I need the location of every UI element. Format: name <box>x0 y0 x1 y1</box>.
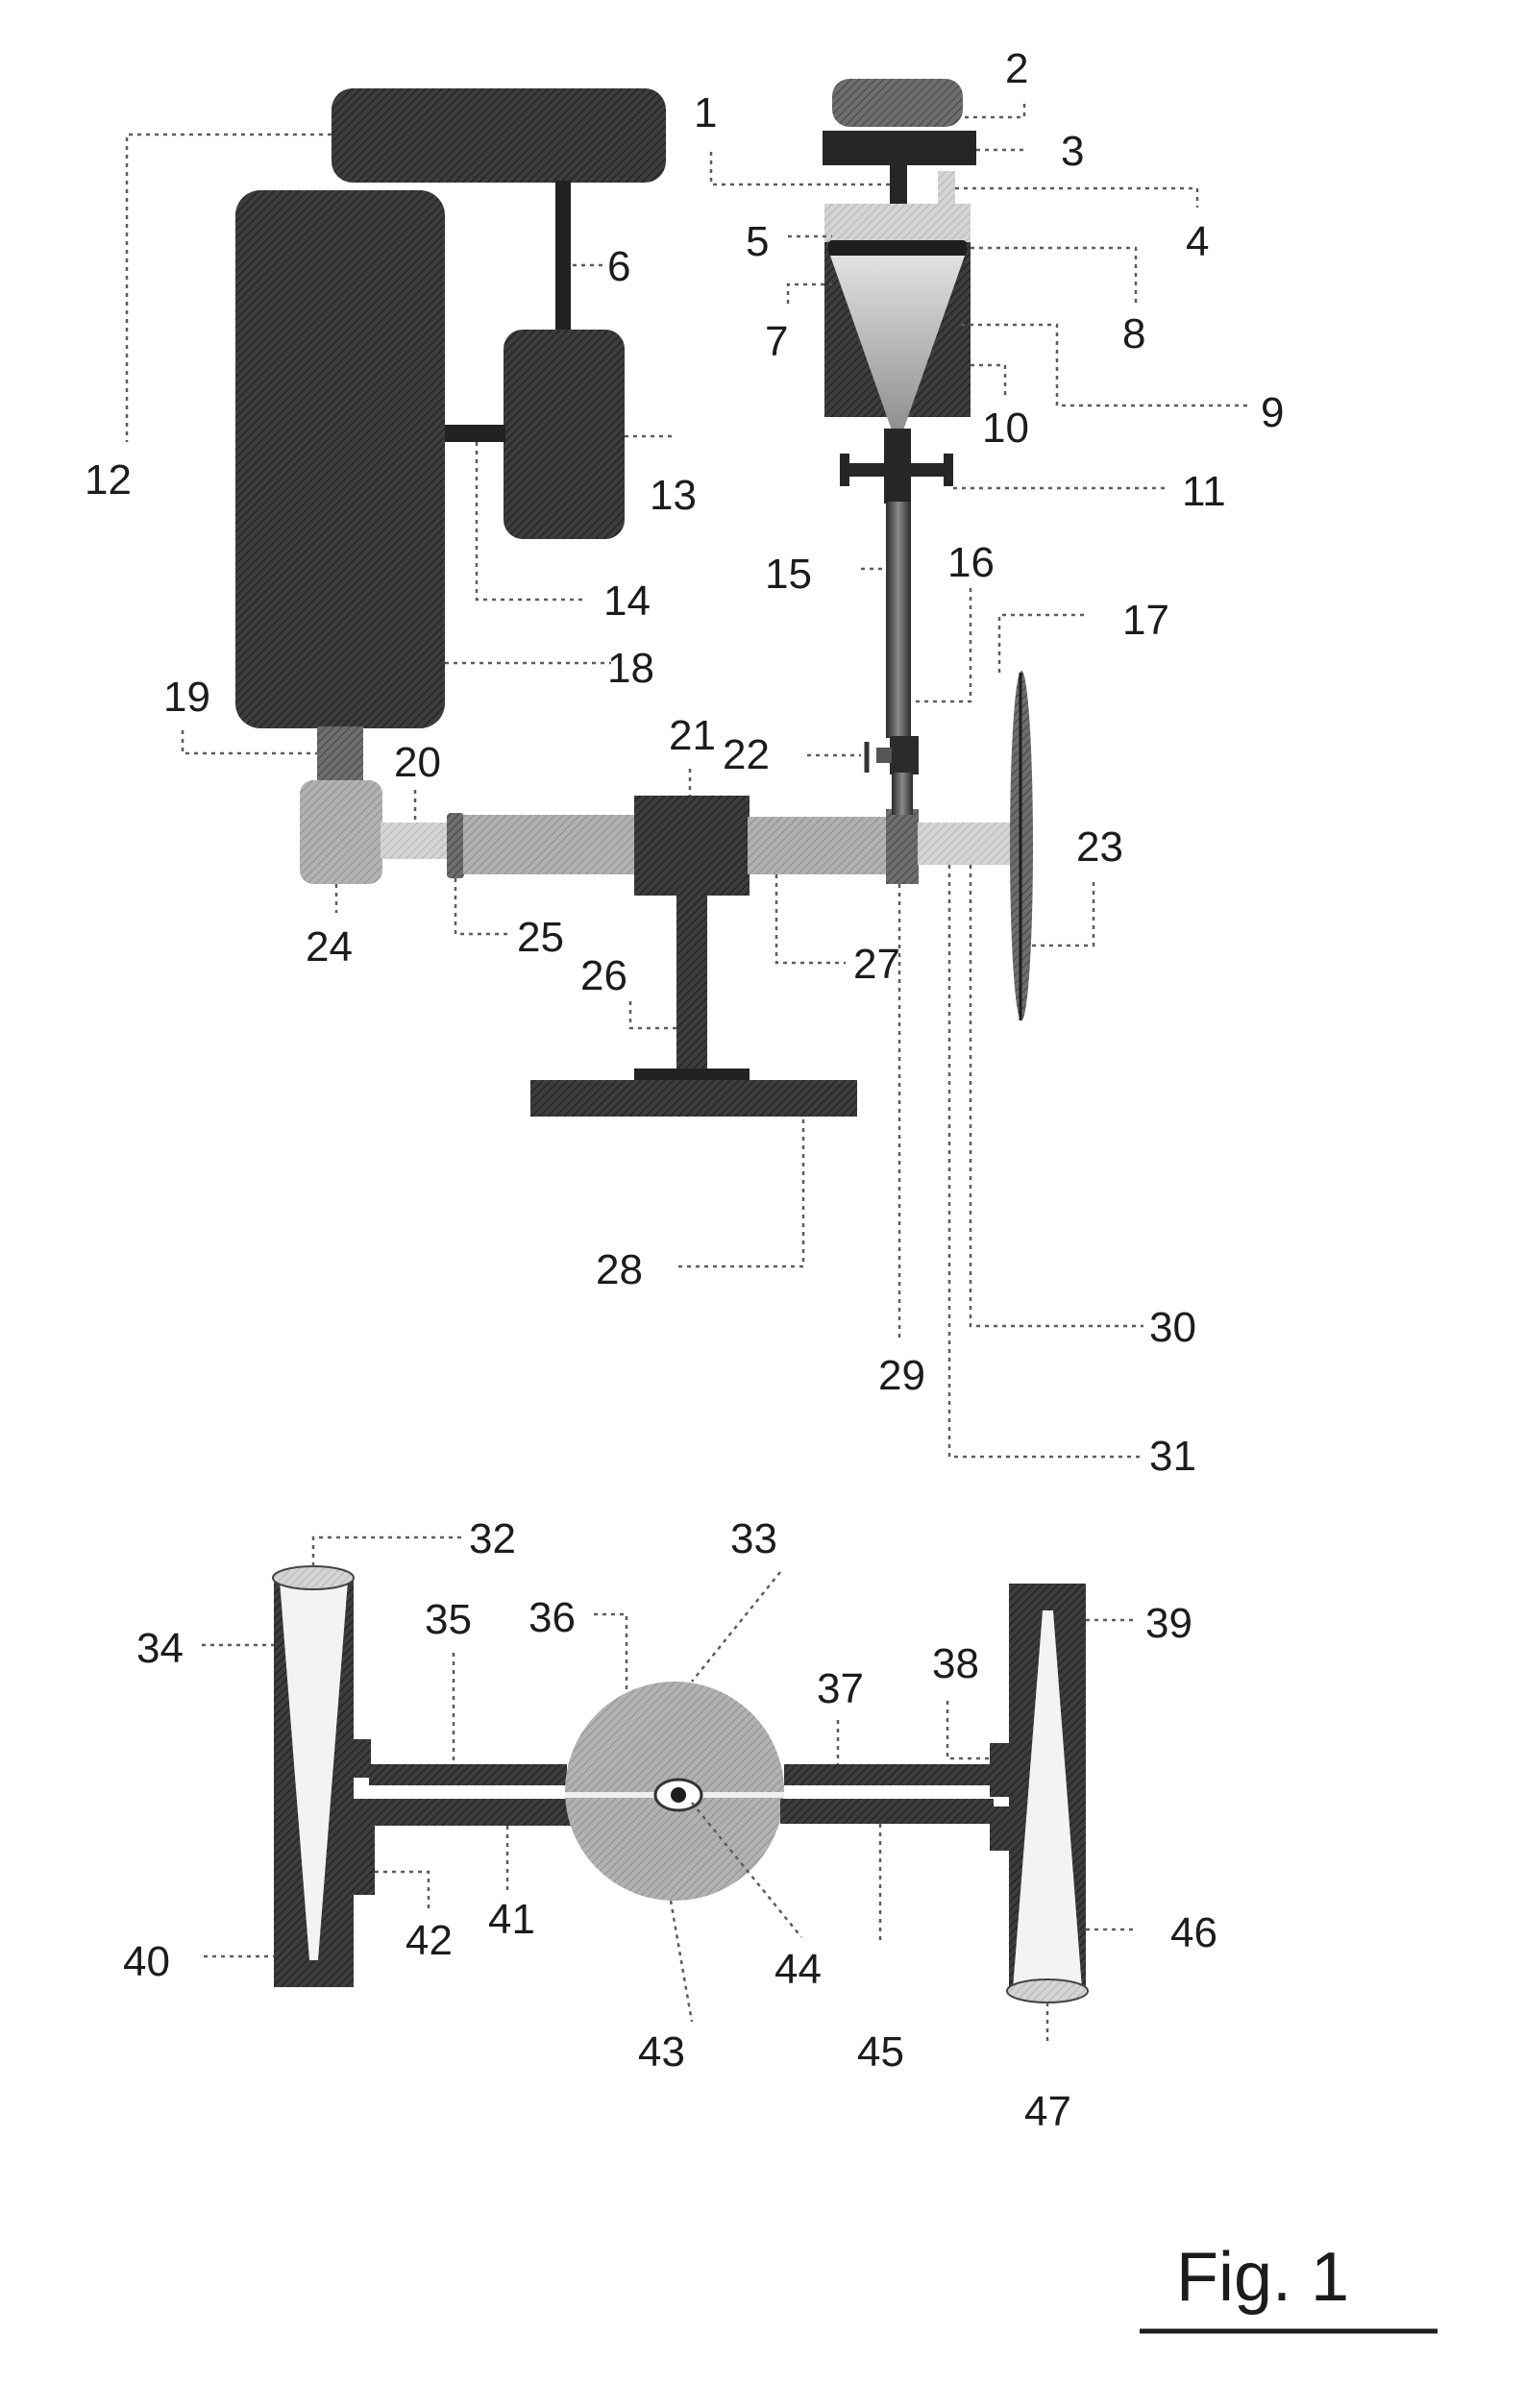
figure-caption: Fig. 1 <box>1176 2239 1349 2316</box>
label-46: 46 <box>1170 1909 1217 1956</box>
valve-knob-left <box>840 454 849 486</box>
label-42: 42 <box>406 1917 453 1964</box>
motor-plate <box>823 131 976 165</box>
stem-post <box>676 894 707 1074</box>
label-34: 34 <box>136 1625 184 1672</box>
feed-tube <box>886 502 911 738</box>
label-11: 11 <box>1182 468 1226 515</box>
central-block <box>634 796 750 896</box>
rotor-hub-core <box>671 1787 686 1803</box>
right-upper-rod <box>784 1764 1005 1785</box>
label-21: 21 <box>669 712 716 759</box>
tank-neck <box>317 726 363 782</box>
label-14: 14 <box>603 577 651 625</box>
feed-tube-lower <box>892 773 913 815</box>
label-10: 10 <box>982 405 1029 452</box>
label-44: 44 <box>774 1946 822 1993</box>
label-45: 45 <box>857 2028 904 2076</box>
label-12: 12 <box>85 456 132 504</box>
label-29: 29 <box>878 1352 925 1399</box>
label-15: 15 <box>765 551 812 598</box>
valve-handle <box>844 463 949 477</box>
fitting-block <box>300 780 382 884</box>
small-chamber <box>504 330 625 539</box>
left-cyclone-inner <box>280 1581 348 1960</box>
label-16: 16 <box>947 539 995 586</box>
label-17: 17 <box>1122 597 1169 644</box>
label-24: 24 <box>306 923 353 971</box>
label-32: 32 <box>469 1515 516 1562</box>
vessel-lid <box>824 204 971 242</box>
label-5: 5 <box>746 218 769 265</box>
base-plate <box>530 1080 857 1117</box>
label-33: 33 <box>730 1515 777 1562</box>
top-reservoir <box>332 88 666 183</box>
right-lower-rod <box>780 1799 994 1824</box>
label-35: 35 <box>425 1596 472 1643</box>
right-bracket-lower <box>990 1806 1009 1851</box>
label-23: 23 <box>1076 823 1123 871</box>
label-3: 3 <box>1061 128 1084 175</box>
shaft-fitting <box>938 171 955 204</box>
label-4: 4 <box>1186 218 1209 265</box>
leader-lines <box>125 104 1249 2043</box>
stirrer-paddle <box>828 240 967 256</box>
flange-ring <box>447 813 464 878</box>
motor-cap <box>832 79 963 127</box>
horizontal-link <box>444 425 505 442</box>
label-47: 47 <box>1024 2088 1071 2135</box>
right-cyclone-opening <box>1006 1978 1089 2003</box>
left-bracket <box>352 1826 375 1895</box>
label-30: 30 <box>1149 1304 1196 1351</box>
left-bracket-top <box>352 1739 371 1778</box>
main-tube-left <box>463 815 636 874</box>
tube-junction <box>886 809 919 884</box>
label-39: 39 <box>1145 1600 1192 1647</box>
label-18: 18 <box>607 645 654 692</box>
label-25: 25 <box>517 914 564 961</box>
connector-pipe <box>381 823 450 859</box>
inline-sensor <box>890 736 919 774</box>
right-bracket <box>990 1743 1011 1797</box>
main-tube-right <box>748 817 911 874</box>
label-7: 7 <box>765 318 788 365</box>
label-27: 27 <box>853 941 900 988</box>
label-37: 37 <box>817 1665 864 1712</box>
reference-numerals: 1 2 3 4 5 6 7 8 9 10 11 12 13 14 15 16 1… <box>85 45 1284 2135</box>
label-40: 40 <box>123 1938 170 1985</box>
label-38: 38 <box>932 1640 979 1687</box>
label-13: 13 <box>650 472 697 519</box>
label-22: 22 <box>723 731 770 778</box>
left-cyclone-opening <box>272 1565 355 1590</box>
label-20: 20 <box>394 739 441 786</box>
label-19: 19 <box>163 674 210 721</box>
large-tank <box>235 190 445 728</box>
valve-knob-right <box>944 454 953 486</box>
label-41: 41 <box>488 1896 535 1943</box>
right-cyclone-inner <box>1013 1610 1082 1989</box>
label-28: 28 <box>596 1246 643 1293</box>
left-lower-rod <box>352 1799 571 1826</box>
label-9: 9 <box>1261 389 1284 436</box>
label-2: 2 <box>1005 45 1028 92</box>
end-tube <box>918 823 1021 865</box>
funnel-cone <box>830 256 965 430</box>
vertical-link <box>555 181 571 334</box>
sensor-nozzle <box>876 748 892 763</box>
label-6: 6 <box>607 243 630 290</box>
label-1: 1 <box>694 89 717 136</box>
label-26: 26 <box>580 952 627 999</box>
left-upper-rod <box>369 1764 567 1785</box>
label-43: 43 <box>638 2028 685 2076</box>
label-8: 8 <box>1122 310 1145 357</box>
label-36: 36 <box>528 1594 576 1641</box>
label-31: 31 <box>1149 1433 1196 1480</box>
